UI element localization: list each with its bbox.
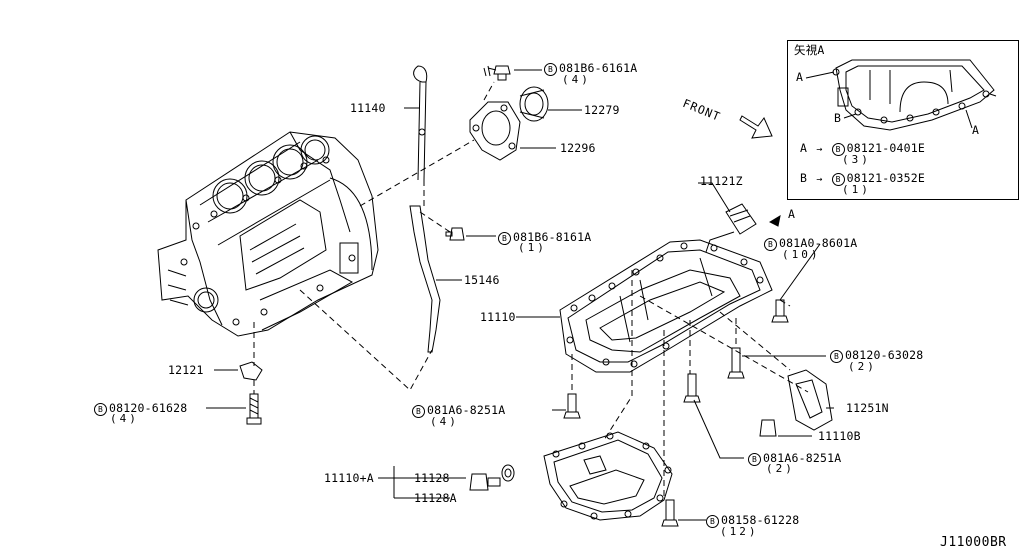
bolt-symbol-icon: B bbox=[764, 238, 777, 251]
inset-marker-b: B bbox=[834, 111, 842, 125]
bolt-symbol-icon: B bbox=[706, 515, 719, 528]
inset-row-b-qty: (1) bbox=[842, 183, 871, 196]
qty-081B6-6161A: (4) bbox=[562, 73, 591, 86]
bolt-symbol-icon: B bbox=[498, 232, 511, 245]
qty-081B6-8161A: (1) bbox=[518, 241, 547, 254]
part-label-11251N[interactable]: 11251N bbox=[846, 401, 889, 415]
bolt-symbol-icon: B bbox=[748, 453, 761, 466]
bolt-symbol-icon: B bbox=[412, 405, 425, 418]
qty-08120-61628: (4) bbox=[110, 412, 139, 425]
oil-pan-upper-drawing bbox=[559, 239, 773, 373]
qty-08120-63028: (2) bbox=[848, 360, 877, 373]
bolt-symbol-icon: B bbox=[831, 143, 845, 156]
part-label-15146[interactable]: 15146 bbox=[464, 273, 500, 287]
part-label-11140[interactable]: 11140 bbox=[350, 101, 386, 115]
engine-block-drawing bbox=[157, 131, 379, 337]
oil-pan-lower-drawing bbox=[543, 431, 673, 521]
inset-row-a-part[interactable]: 08121-0401E bbox=[846, 141, 925, 155]
bolt-symbol-icon: B bbox=[830, 350, 843, 363]
arrow-right-icon: → bbox=[816, 144, 823, 155]
part-label-11128A[interactable]: 11128A bbox=[414, 491, 457, 505]
arrow-right-icon: → bbox=[816, 174, 823, 185]
part-label-11128[interactable]: 11128 bbox=[414, 471, 450, 485]
part-label-12296[interactable]: 12296 bbox=[560, 141, 596, 155]
part-label-12279[interactable]: 12279 bbox=[584, 103, 620, 117]
view-a-marker: A bbox=[788, 207, 796, 221]
inset-row-a-qty: (3) bbox=[842, 153, 871, 166]
bolt-symbol-icon: B bbox=[831, 173, 845, 186]
inset-row-b-marker: B bbox=[800, 171, 808, 185]
qty-081A6-8251A-right: (2) bbox=[766, 462, 795, 475]
part-label-12121[interactable]: 12121 bbox=[168, 363, 204, 377]
bolt-symbol-icon: B bbox=[544, 63, 557, 76]
qty-081A6-8251A-left: (4) bbox=[430, 415, 459, 428]
part-label-11121Z[interactable]: 11121Z bbox=[700, 174, 743, 188]
inset-marker-a-2: A bbox=[972, 123, 980, 137]
inset-view-box bbox=[787, 40, 1019, 200]
inset-row-a-marker: A bbox=[800, 141, 808, 155]
qty-08158-61228: (12) bbox=[720, 525, 759, 538]
part-label-11110-A[interactable]: 11110+A bbox=[324, 471, 374, 485]
part-label-11110B[interactable]: 11110B bbox=[818, 429, 861, 443]
inset-marker-a: A bbox=[796, 70, 804, 84]
bolt-symbol-icon: B bbox=[94, 403, 107, 416]
inset-row-b-part[interactable]: 08121-0352E bbox=[846, 171, 925, 185]
qty-081A0-8601A: (10) bbox=[782, 248, 821, 261]
diagram-code: J11000BR bbox=[940, 535, 1007, 550]
inset-title: 矢視A bbox=[794, 43, 825, 57]
part-label-11110[interactable]: 11110 bbox=[480, 310, 516, 324]
inset-rear-view-drawing bbox=[805, 59, 997, 131]
